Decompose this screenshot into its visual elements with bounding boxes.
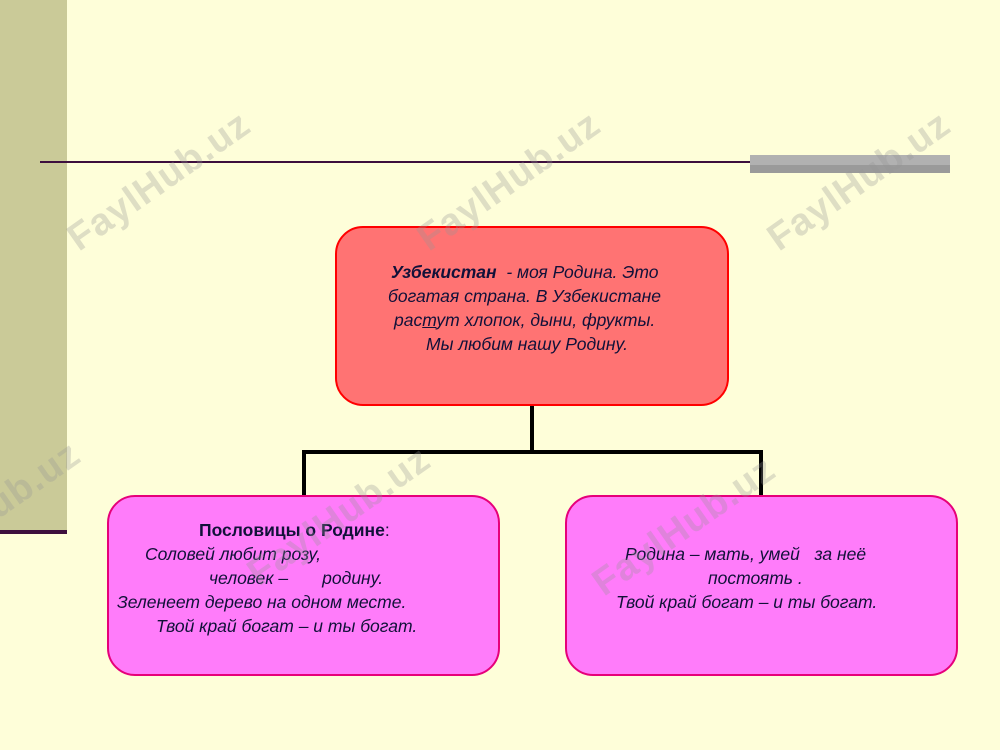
connector-right-drop (759, 450, 763, 496)
node-proverbs-line-3: Зеленеет дерево на одном месте. (117, 592, 407, 612)
node-proverbs: Пословицы о Родине: Соловей любит розу, … (107, 495, 500, 676)
watermark: FaylHub.uz (60, 103, 259, 260)
title-divider-accent (750, 155, 950, 165)
node-motherland-line-3: Твой край богат – и ты богат. (616, 592, 878, 612)
node-uzbekistan-line-3: растут хлопок, дыни, фрукты. (394, 310, 656, 330)
node-uzbekistan-line-4: Мы любим нашу Родину. (426, 334, 628, 354)
left-sidebar-band (0, 0, 67, 530)
node-proverbs-line-4: Твой край богат – и ты богат. (156, 616, 418, 636)
title-divider-accent-shadow (750, 165, 950, 173)
node-uzbekistan: Узбекистан - моя Родина. Это богатая стр… (335, 226, 729, 406)
sidebar-underline (0, 530, 67, 534)
node-uzbekistan-title: Узбекистан (391, 262, 497, 282)
title-divider-line (40, 161, 950, 163)
connector-left-drop (302, 450, 306, 496)
node-uzbekistan-line-1: Узбекистан - моя Родина. Это (391, 262, 659, 282)
node-proverbs-line-2: человек – родину. (209, 568, 384, 588)
node-uzbekistan-line-2: богатая страна. В Узбекистане (388, 286, 662, 306)
node-proverbs-title: Пословицы о Родине: (199, 520, 390, 540)
node-motherland: Родина – мать, умей за неё постоять . Тв… (565, 495, 958, 676)
connector-horizontal (302, 450, 763, 454)
node-proverbs-line-1: Соловей любит розу, (145, 544, 321, 564)
node-motherland-line-2: постоять . (708, 568, 803, 588)
node-motherland-line-1: Родина – мать, умей за неё (625, 544, 867, 564)
watermark: FaylHub.uz (760, 103, 959, 260)
connector-trunk (530, 406, 534, 452)
